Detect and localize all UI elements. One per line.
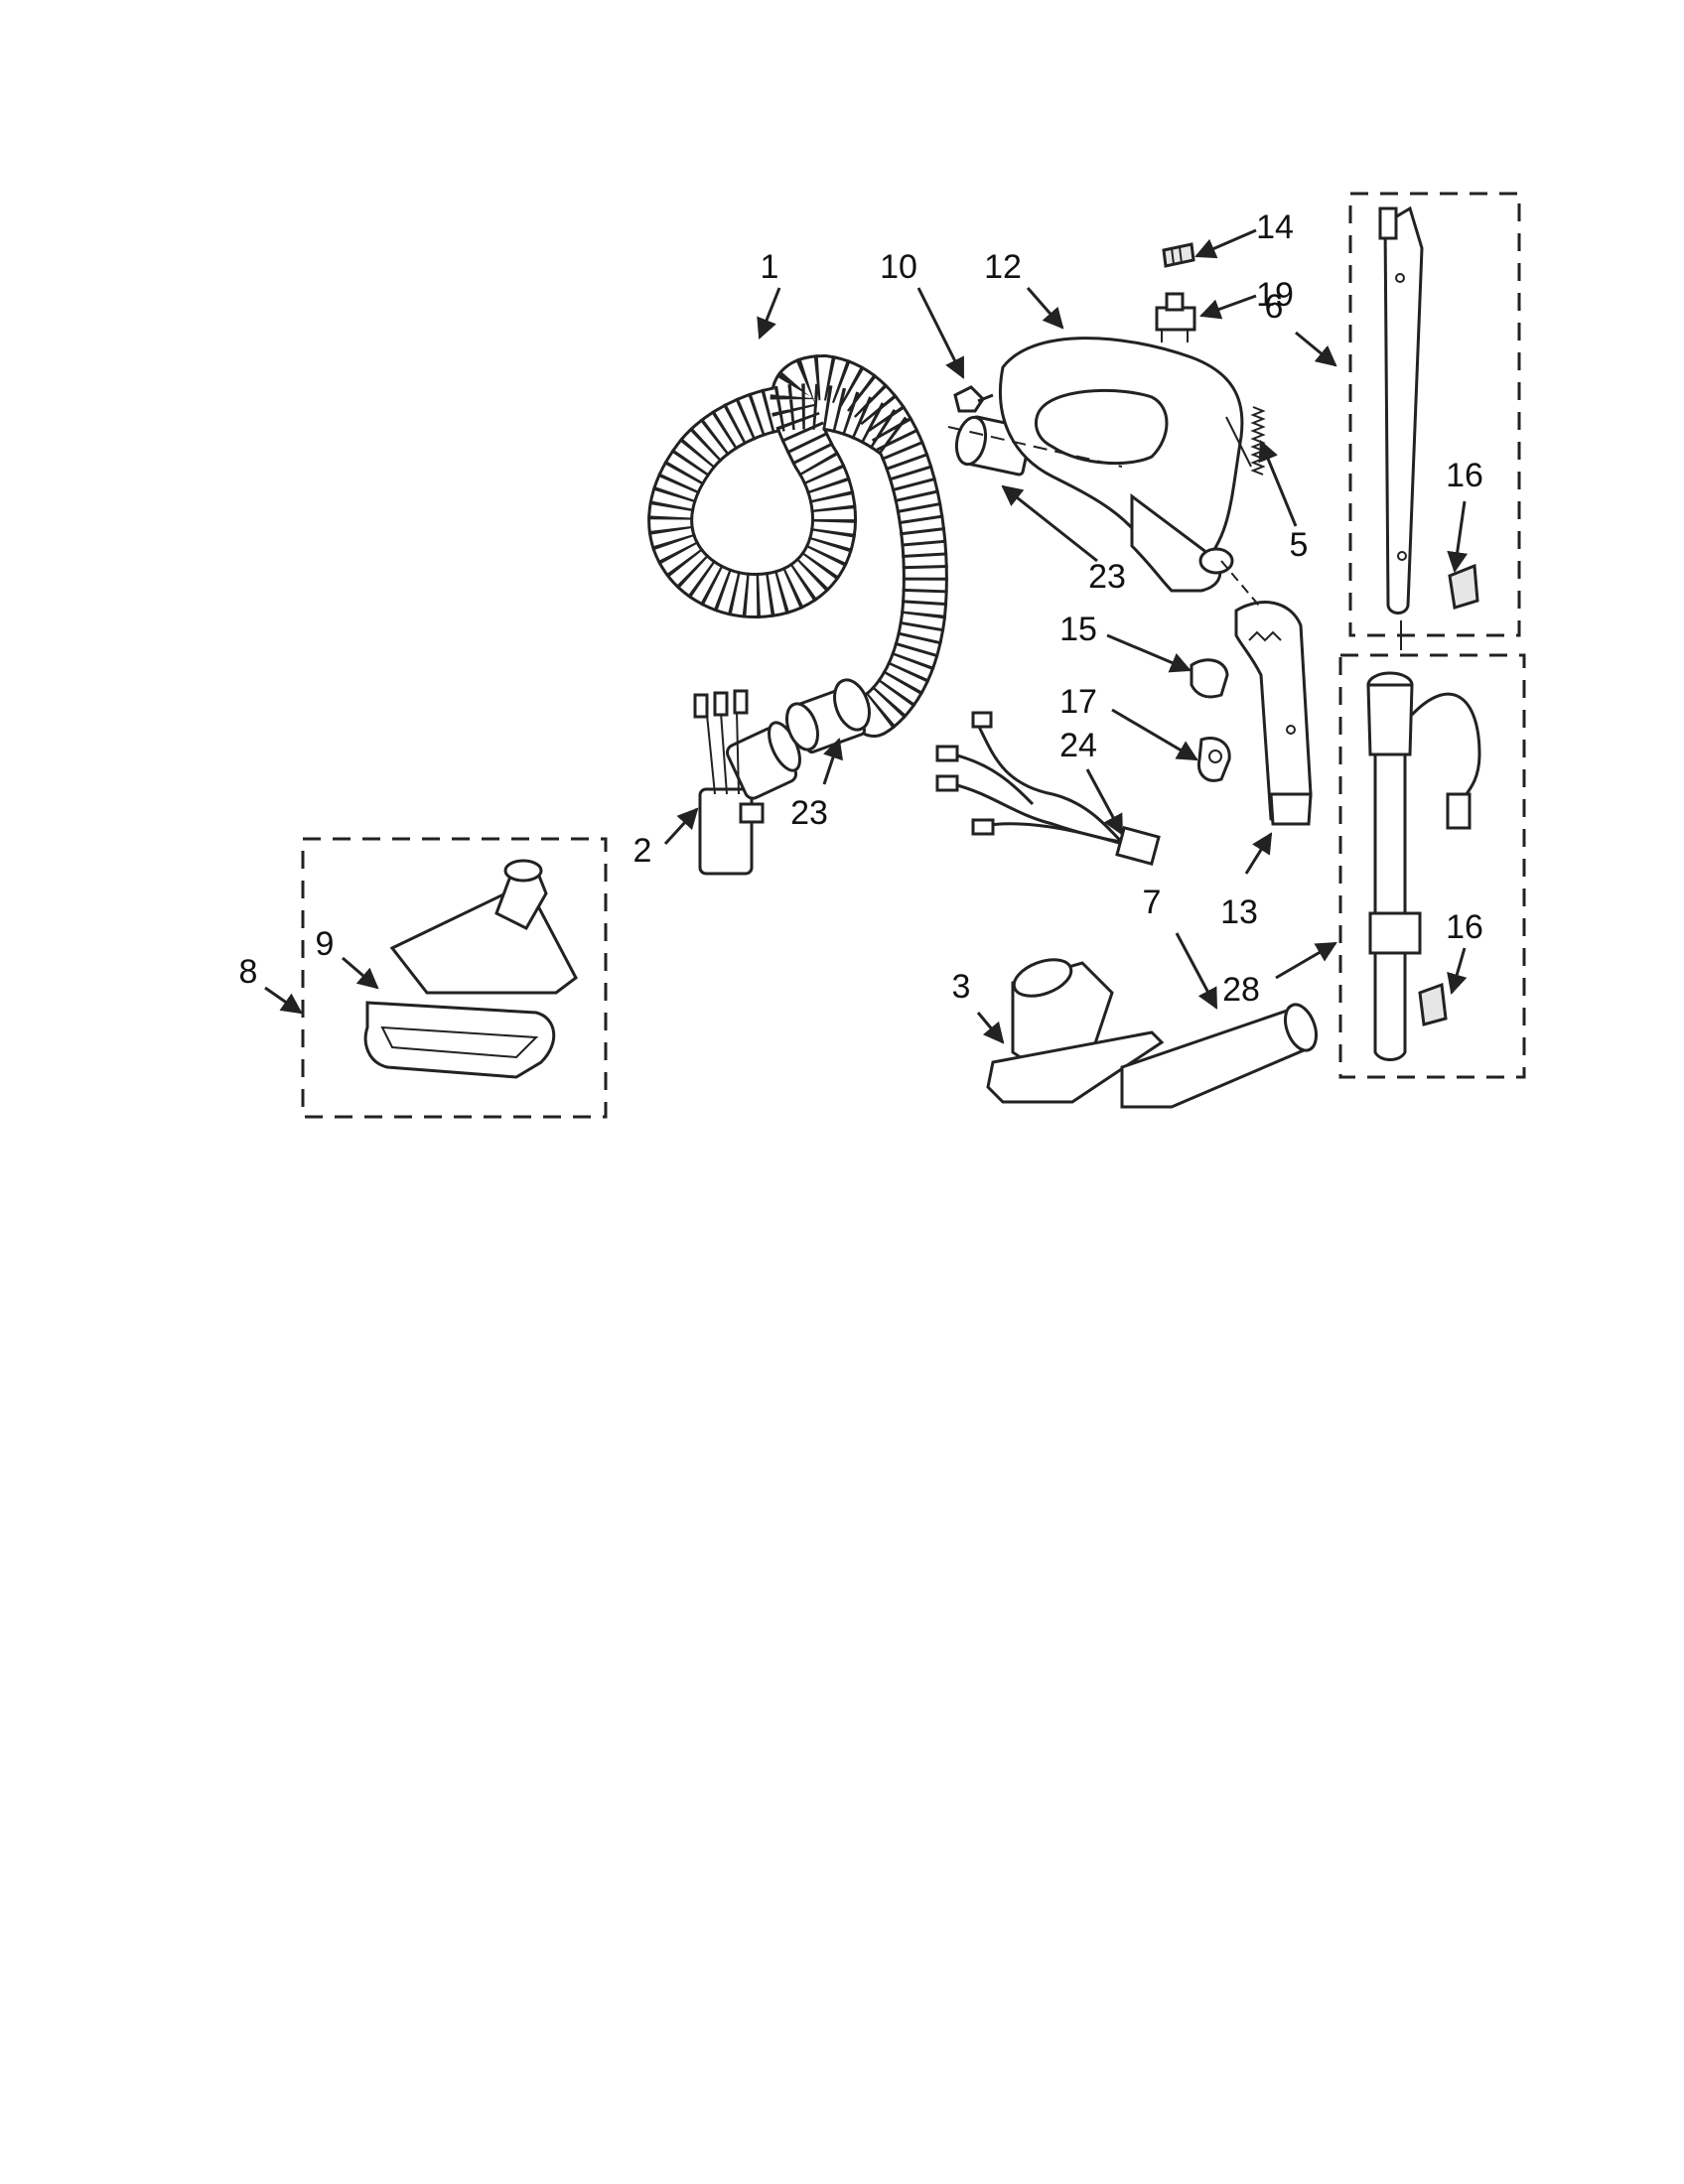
callout-7: 7 [1143, 884, 1162, 921]
tool-kit-dashed-box [301, 837, 608, 1119]
callout-12: 12 [984, 248, 1022, 286]
callout-16-upper: 16 [1446, 457, 1483, 494]
floor-tool-part [986, 958, 1165, 1104]
callout-23-lower: 23 [790, 794, 828, 832]
upper-wand-part [1378, 205, 1424, 614]
leader-lines [264, 228, 1469, 1044]
upholstery-tool-part [389, 859, 578, 995]
callout-28: 28 [1222, 971, 1260, 1009]
callout-labels: 1 2 3 5 6 7 8 9 10 12 13 14 15 16 16 17 … [239, 208, 1483, 1009]
hose-part [647, 353, 948, 738]
callout-16-lower: 16 [1446, 908, 1483, 946]
callout-2: 2 [633, 832, 652, 870]
callout-24: 24 [1059, 727, 1097, 764]
lower-wand-dashed-box [1338, 653, 1526, 1079]
upper-wand-dashed-box [1348, 192, 1521, 637]
guide-dash-handle-extension [1220, 560, 1260, 607]
switch-part [1155, 292, 1196, 342]
callout-15: 15 [1059, 611, 1097, 648]
small-clip-part [1190, 658, 1229, 699]
callout-14: 14 [1256, 208, 1294, 246]
hose-connector-part [693, 689, 801, 876]
screw-part [953, 385, 994, 413]
handle-part [998, 337, 1252, 593]
wire-harness-part [935, 711, 1161, 867]
spring-part [1250, 406, 1266, 476]
callout-19: 19 [1256, 276, 1294, 314]
lower-wand-clip-part [1418, 982, 1448, 1026]
callout-8: 8 [239, 953, 258, 991]
callout-5: 5 [1290, 526, 1309, 564]
clip-part [1162, 242, 1195, 268]
handle-extension-part [1234, 601, 1313, 826]
latch-part [1196, 737, 1231, 782]
callout-1: 1 [761, 248, 779, 286]
hose-coupling-lower-part [784, 678, 871, 754]
callout-13: 13 [1220, 893, 1258, 931]
callout-9: 9 [316, 925, 335, 963]
callout-23-upper: 23 [1088, 558, 1126, 596]
callout-6: 6 [1265, 288, 1284, 326]
brush-part [363, 1001, 556, 1079]
guide-dash-upper-coupling [947, 426, 1123, 468]
callout-3: 3 [952, 968, 971, 1006]
callout-17: 17 [1059, 683, 1097, 721]
callout-10: 10 [880, 248, 917, 286]
crevice-tool-part [1120, 1003, 1319, 1109]
upper-wand-clip-part [1448, 563, 1479, 610]
lower-wand-part [1366, 671, 1481, 1061]
